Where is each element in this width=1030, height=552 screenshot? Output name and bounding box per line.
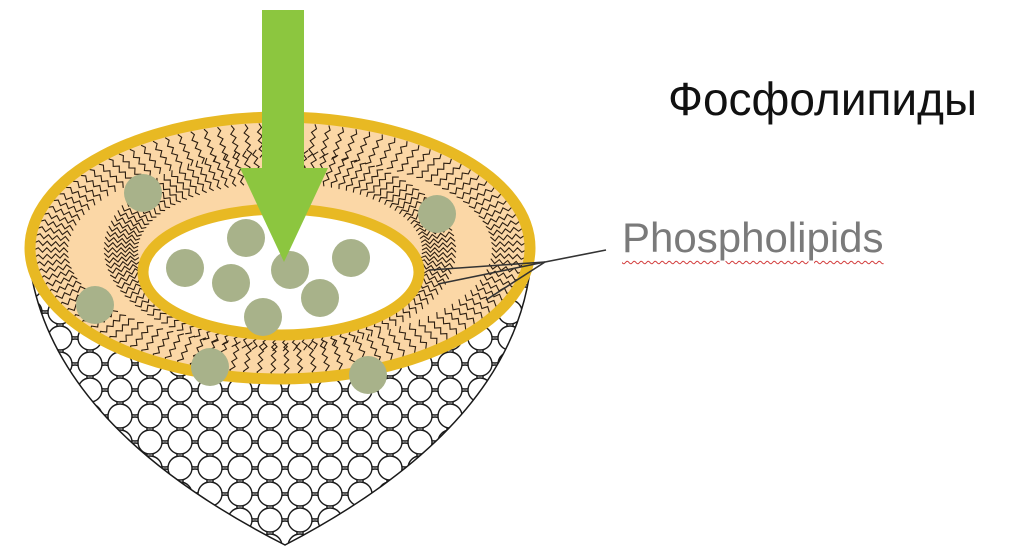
- particle: [332, 239, 370, 277]
- particle: [191, 348, 229, 386]
- particle: [244, 298, 282, 336]
- particle: [271, 251, 309, 289]
- particle: [349, 356, 387, 394]
- phospholipids-label: Phospholipids: [622, 214, 884, 262]
- particle: [212, 264, 250, 302]
- particle: [166, 249, 204, 287]
- particle: [418, 195, 456, 233]
- particle: [76, 286, 114, 324]
- particle: [227, 219, 265, 257]
- particle: [301, 279, 339, 317]
- particle: [124, 174, 162, 212]
- diagram-title: Фосфолипиды: [668, 72, 977, 126]
